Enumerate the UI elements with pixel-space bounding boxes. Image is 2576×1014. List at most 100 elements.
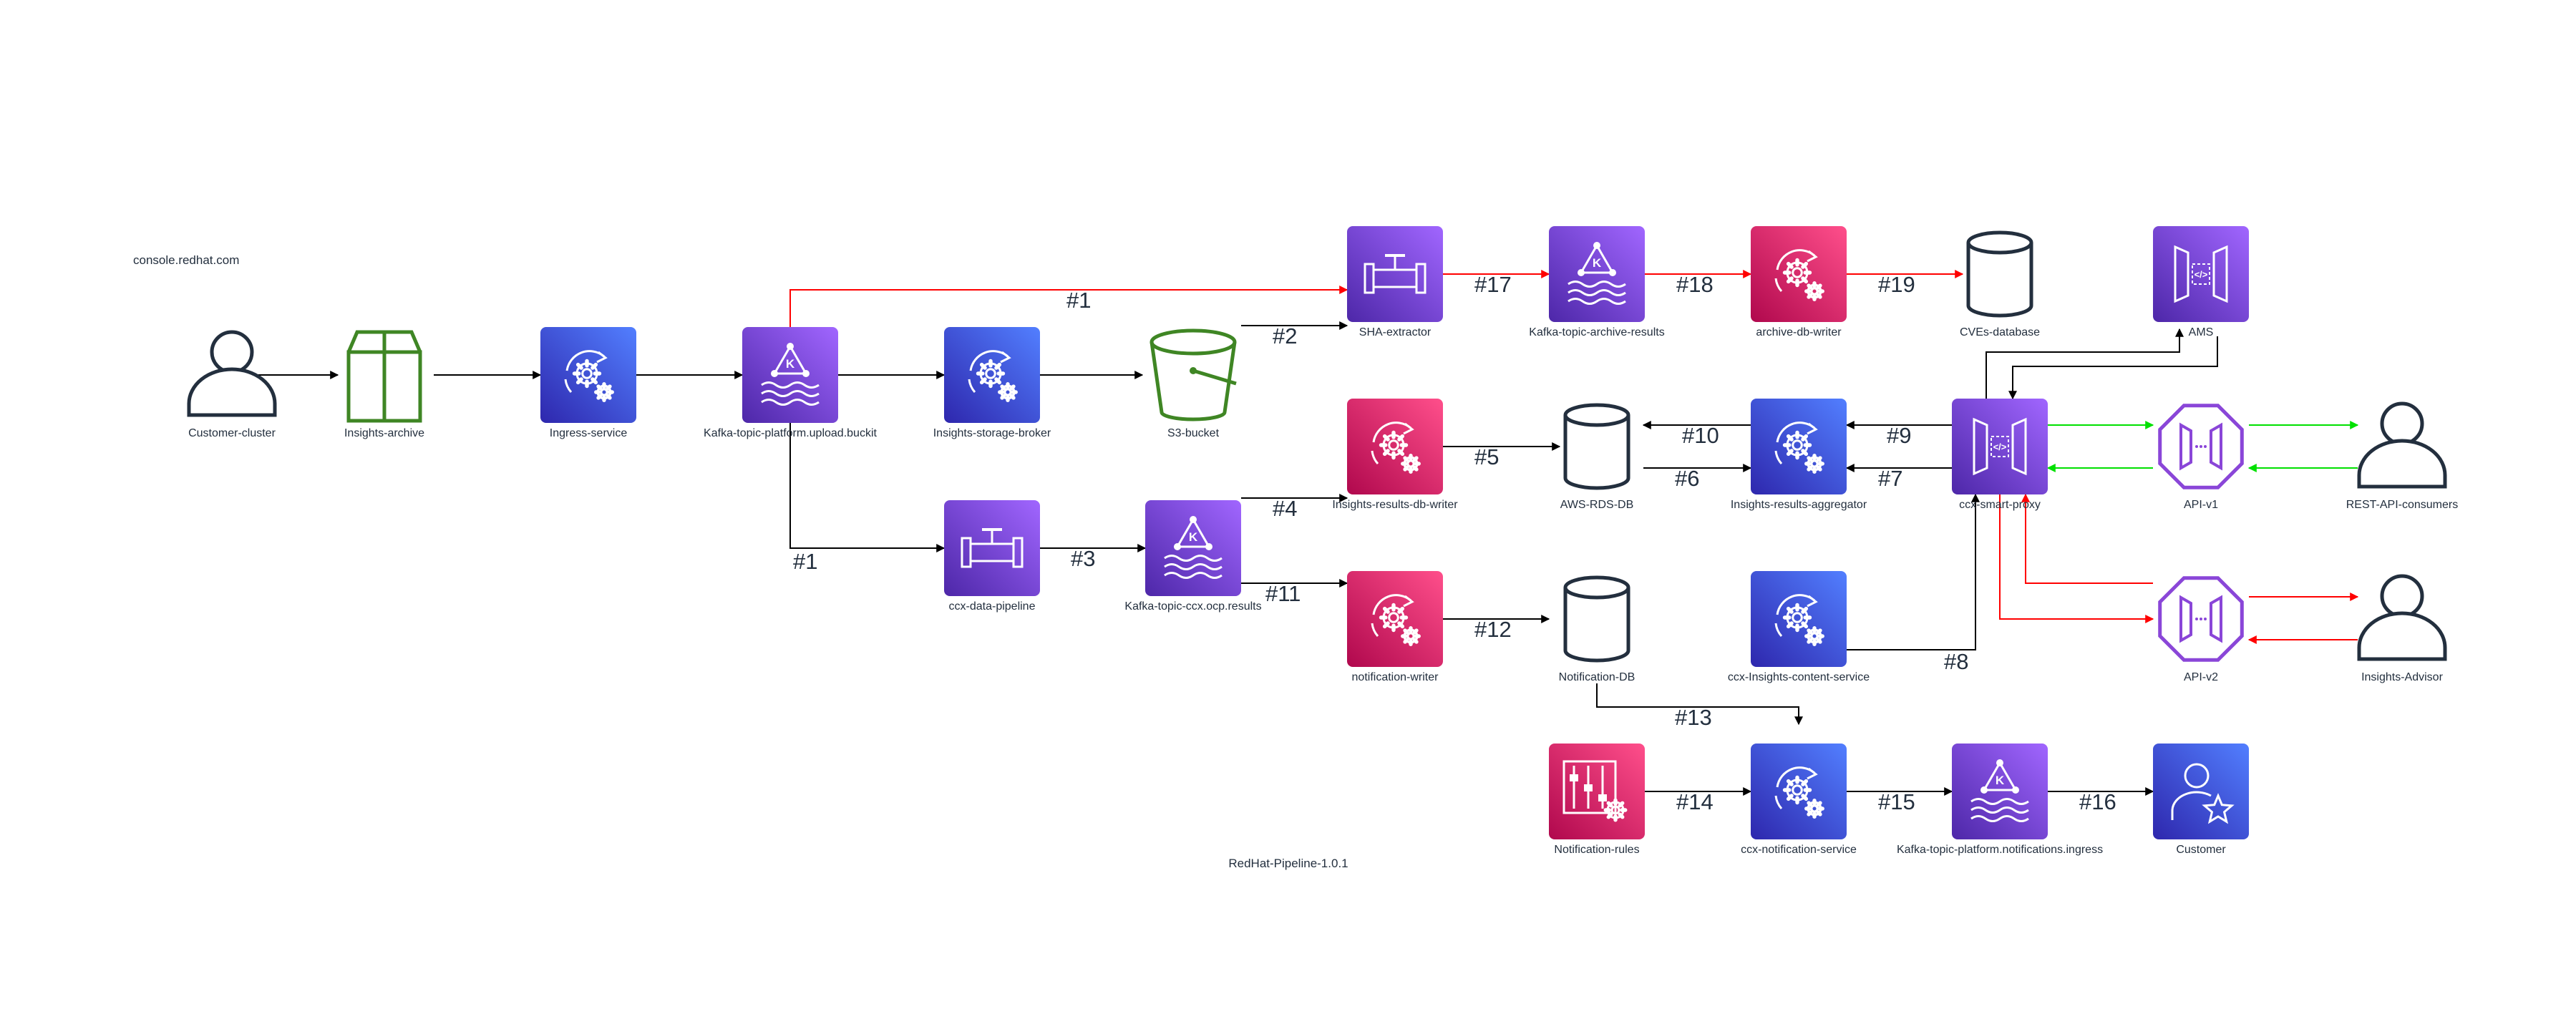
svg-text:K: K <box>786 357 795 371</box>
edge-line <box>1847 493 1980 650</box>
pipeline-valve-icon <box>944 500 1040 596</box>
node-label: Customer-cluster <box>188 427 276 439</box>
edge-results-db-writer-to-aws-rds-db: #5 <box>1443 442 1561 469</box>
node-label: Notification-DB <box>1559 671 1635 683</box>
edge-content-service-to-smart-proxy: #8 <box>1847 493 1980 674</box>
edge-kafka-ccx-results-to-notification-writer: #11 <box>1241 579 1348 606</box>
endpoint-octagon-icon <box>2158 404 2244 489</box>
node-notification-service[interactable]: ccx-notification-service <box>1741 744 1857 856</box>
node-label: Kafka-topic-ccx.ocp.results <box>1124 600 1261 613</box>
node-smart-proxy[interactable]: </> ccx-smart-proxy <box>1952 399 2048 511</box>
node-storage-broker[interactable]: Insights-storage-broker <box>933 327 1051 439</box>
rules-sliders-icon <box>1549 744 1645 839</box>
node-sha-extractor[interactable]: SHA-extractor <box>1347 226 1443 338</box>
node-notification-db[interactable]: Notification-DB <box>1559 575 1635 683</box>
node-label: Kafka-topic-platform.notifications.ingre… <box>1897 844 2103 856</box>
svg-text:K: K <box>1189 530 1198 544</box>
user-icon <box>187 330 277 417</box>
node-label: API-v2 <box>2184 671 2218 683</box>
user-icon <box>2357 401 2447 489</box>
edge-label: #5 <box>1474 444 1499 469</box>
edge-line <box>1986 328 2184 399</box>
edge-kafka-archive-results-to-archive-db-writer: #18 <box>1645 270 1752 297</box>
node-api-v1[interactable]: API-v1 <box>2158 404 2244 511</box>
service-gear-icon <box>1347 399 1443 494</box>
node-archive-db-writer[interactable]: archive-db-writer <box>1751 226 1847 338</box>
edge-label: #10 <box>1682 423 1719 448</box>
edge-notification-service-to-kafka-notifications: #15 <box>1847 787 1953 814</box>
node-results-aggregator[interactable]: Insights-results-aggregator <box>1731 399 1867 511</box>
edge-smart-proxy-to-results-aggregator: #7 <box>1845 464 1952 491</box>
edge-label: #14 <box>1676 789 1714 814</box>
node-insights-archive[interactable]: Insights-archive <box>344 330 424 439</box>
node-notification-rules[interactable]: Notification-rules <box>1549 744 1645 856</box>
service-gear-icon <box>540 327 636 423</box>
node-ams[interactable]: </>AMS <box>2153 226 2249 338</box>
edge-smart-proxy-to-ams <box>1986 328 2184 399</box>
edge-label: #6 <box>1675 466 1699 491</box>
diagram-title: RedHat-Pipeline-1.0.1 <box>1228 857 1348 870</box>
edge-label: #16 <box>2079 789 2116 814</box>
edge-label: #1 <box>1066 288 1091 313</box>
node-kafka-ccx-results[interactable]: K Kafka-topic-ccx.ocp.results <box>1124 500 1262 613</box>
edge-line <box>1999 494 2154 623</box>
node-results-db-writer[interactable]: Insights-results-db-writer <box>1332 399 1458 511</box>
edge-kafka-ccx-results-to-results-db-writer: #4 <box>1241 494 1348 521</box>
node-content-service[interactable]: ccx-Insights-content-service <box>1728 571 1870 683</box>
bucket-icon <box>1150 328 1237 421</box>
edge-s3-bucket-to-sha-extractor: #2 <box>1241 321 1348 348</box>
user-icon <box>2357 574 2447 661</box>
service-gear-icon <box>1347 571 1443 667</box>
node-ingress-service[interactable]: Ingress-service <box>540 327 636 439</box>
edge-label: #18 <box>1676 272 1714 297</box>
edge-ccx-data-pipeline-to-kafka-ccx-results: #3 <box>1040 544 1147 571</box>
edge-line <box>789 423 946 552</box>
node-label: API-v1 <box>2184 499 2218 511</box>
edge-line <box>789 286 1348 327</box>
database-icon <box>1563 403 1630 490</box>
node-aws-rds-db[interactable]: AWS-RDS-DB <box>1560 403 1634 511</box>
node-label: ccx-smart-proxy <box>1959 499 2041 511</box>
edge-label: #9 <box>1887 423 1911 448</box>
node-customer-cluster[interactable]: Customer-cluster <box>187 330 277 439</box>
database-icon <box>1966 230 2033 318</box>
edge-results-aggregator-to-aws-rds-db: #10 <box>1642 421 1751 448</box>
edge-api-v2-to-smart-proxy <box>2021 493 2153 584</box>
node-api-v2[interactable]: API-v2 <box>2158 576 2244 683</box>
service-gear-icon <box>944 327 1040 423</box>
node-label: S3-bucket <box>1167 427 1220 439</box>
edge-notification-rules-to-notification-service: #14 <box>1645 787 1752 814</box>
node-cves-database[interactable]: CVEs-database <box>1960 230 2040 338</box>
node-rest-consumers[interactable]: REST-API-consumers <box>2346 401 2458 511</box>
archive-box-icon <box>346 330 422 423</box>
node-label: Ingress-service <box>550 427 628 439</box>
edge-label: #3 <box>1071 546 1095 571</box>
node-kafka-notifications[interactable]: KKafka-topic-platform.notifications.ingr… <box>1897 744 2103 856</box>
edge-label: #1 <box>793 549 817 574</box>
node-label: AWS-RDS-DB <box>1560 499 1634 511</box>
service-gear-icon <box>1751 399 1847 494</box>
node-label: AMS <box>2189 326 2214 338</box>
node-s3-bucket[interactable]: S3-bucket <box>1150 328 1237 439</box>
edge-notification-db-to-notification-service: #13 <box>1596 683 1803 730</box>
edge-label: #19 <box>1878 272 1915 297</box>
node-insights-advisor[interactable]: Insights-Advisor <box>2357 574 2447 683</box>
edge-notification-writer-to-notification-db: #12 <box>1443 615 1550 642</box>
edge-label: #8 <box>1944 649 1968 674</box>
node-label: ccx-data-pipeline <box>949 600 1036 613</box>
node-label: Notification-rules <box>1554 844 1639 856</box>
edge-kafka-notifications-to-customer: #16 <box>2048 787 2154 814</box>
node-customer[interactable]: Customer <box>2153 744 2249 856</box>
edge-label: #13 <box>1675 705 1712 730</box>
kafka-topic-icon: K <box>1549 226 1645 322</box>
svg-text:</>: </> <box>1993 442 2007 452</box>
edge-kafka-upload-to-sha-extractor: #1 <box>789 286 1348 327</box>
database-icon <box>1563 575 1630 663</box>
node-notification-writer[interactable]: notification-writer <box>1347 571 1443 683</box>
node-ccx-data-pipeline[interactable]: ccx-data-pipeline <box>944 500 1040 613</box>
edge-label: #12 <box>1474 617 1512 642</box>
node-label: Insights-archive <box>344 427 424 439</box>
node-label: REST-API-consumers <box>2346 499 2458 511</box>
